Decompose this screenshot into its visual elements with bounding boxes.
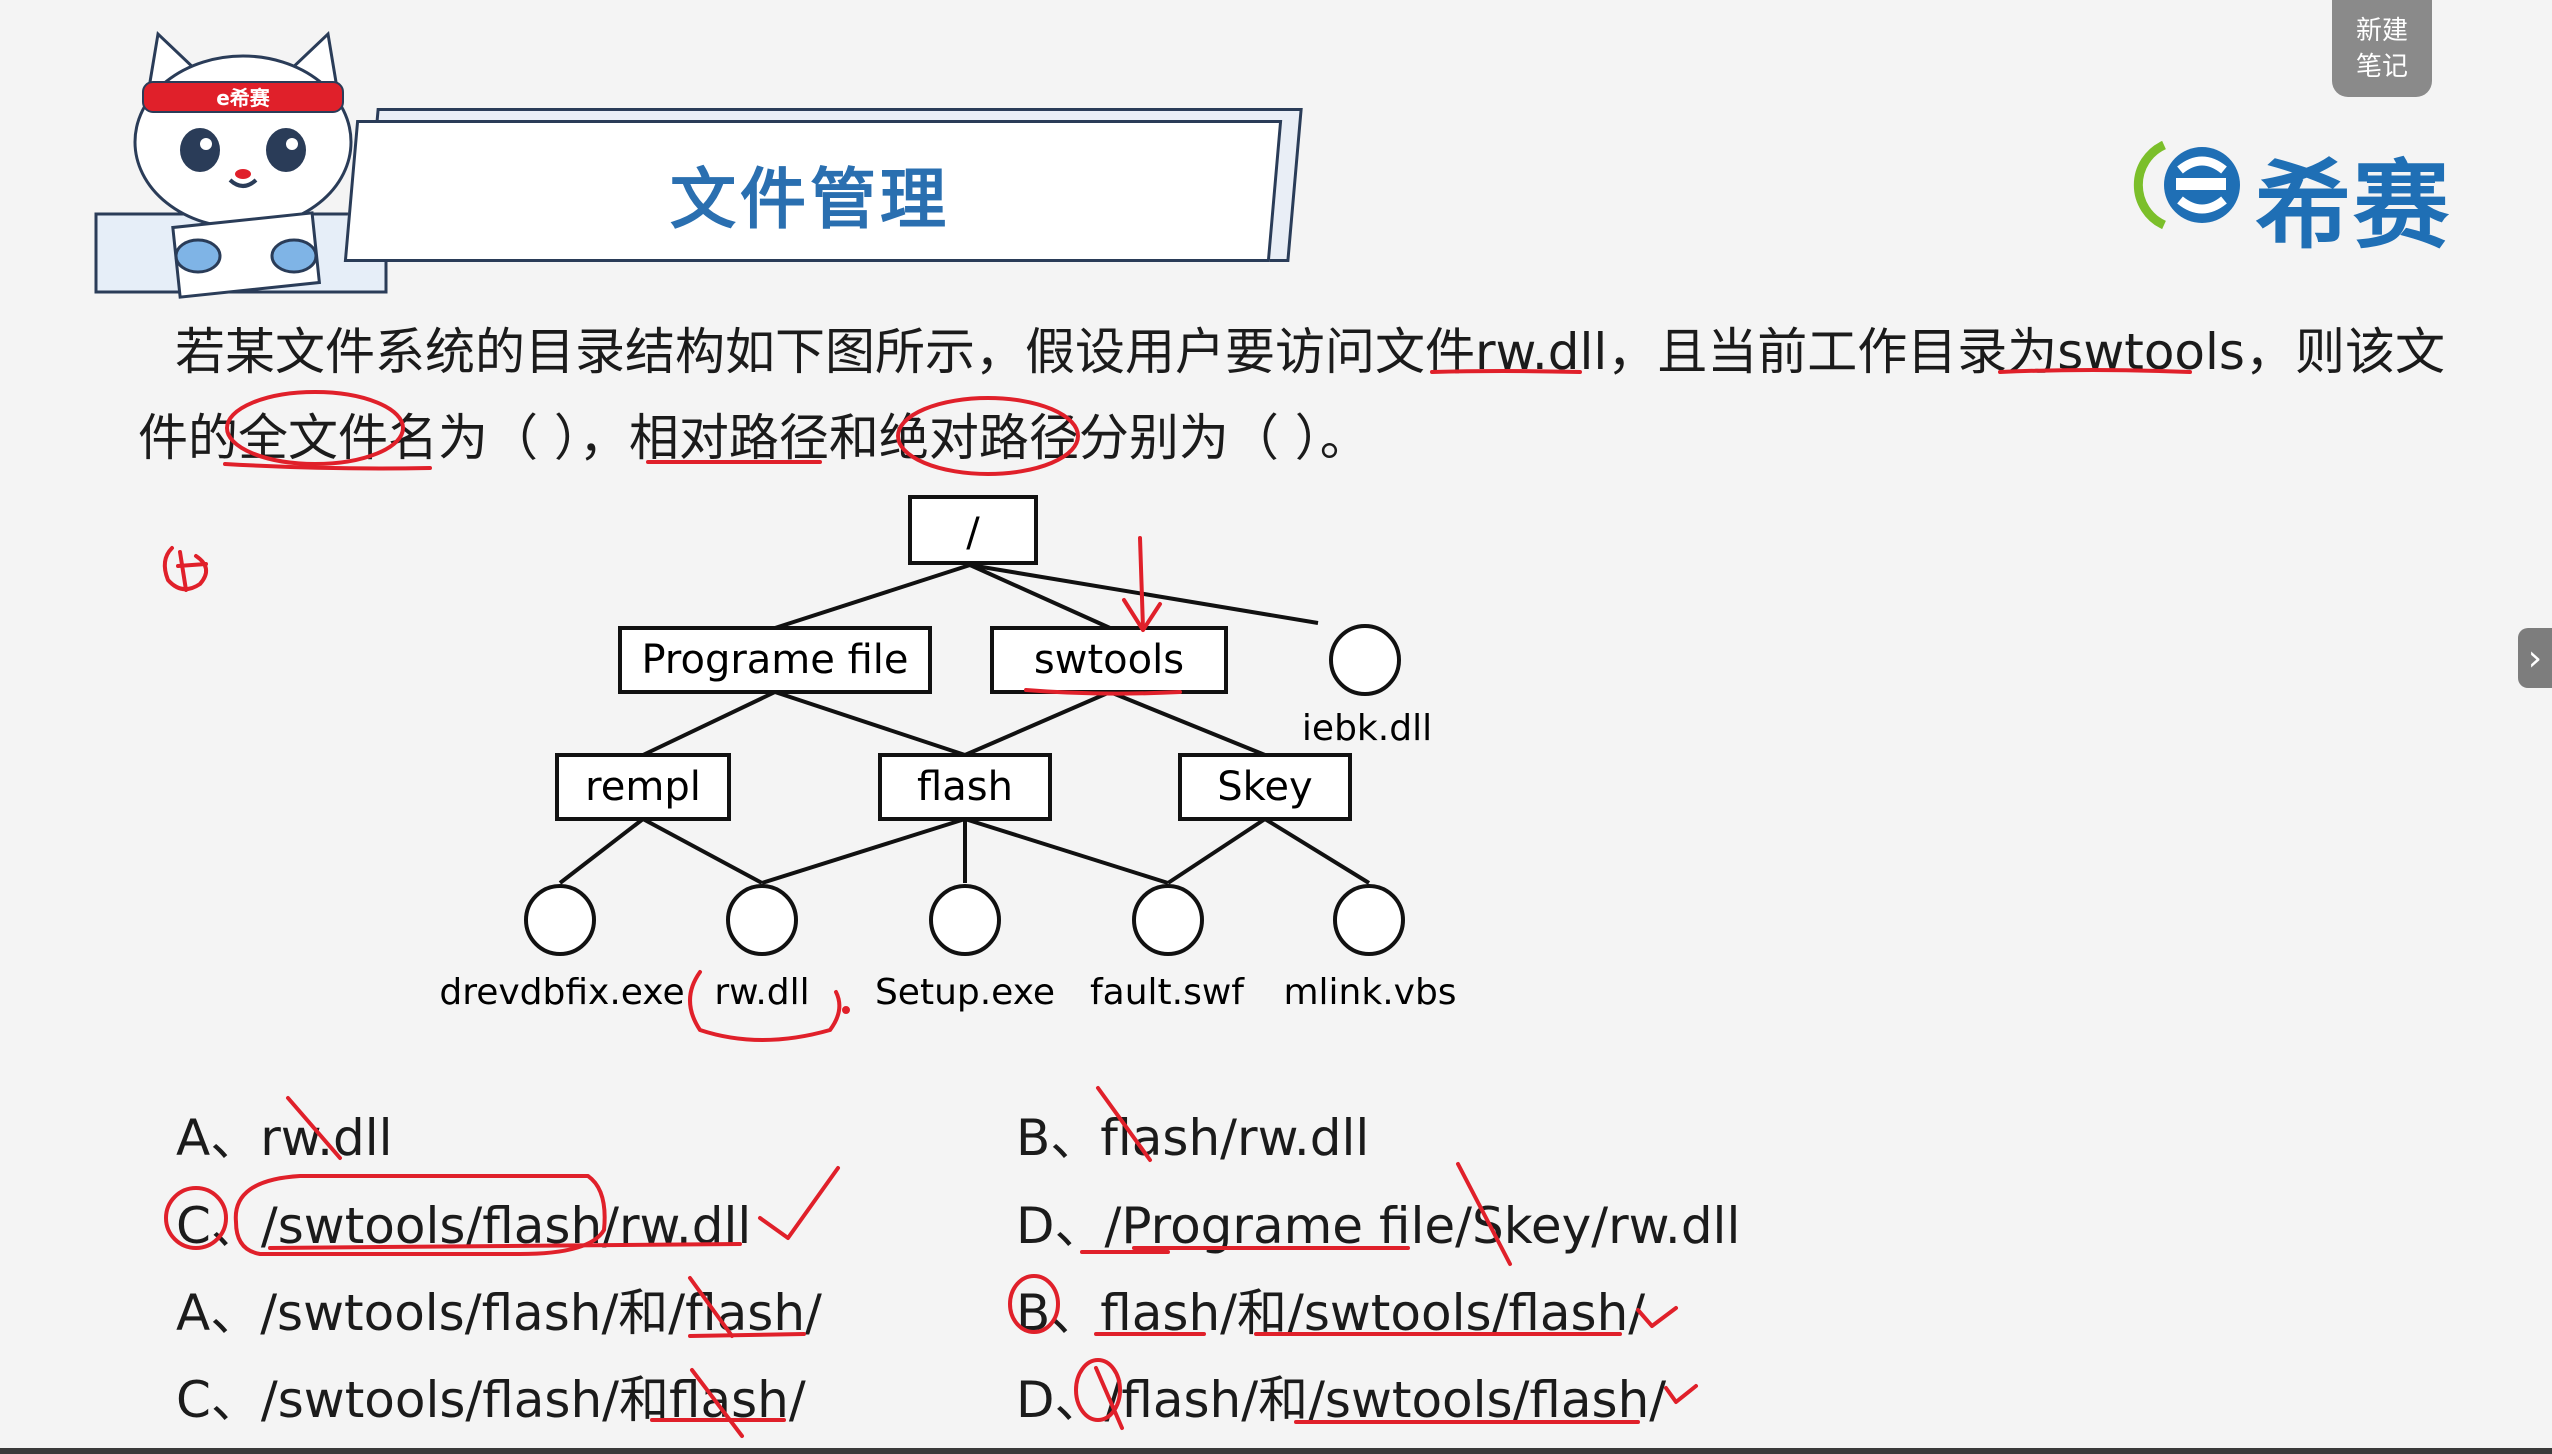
new-note-label-line2: 笔记 [2355, 51, 2408, 82]
tree-file-iebk-label: iebk.dll [1302, 708, 1432, 749]
directory-tree-diagram: / Programe file swtools iebk.dll rempl f… [439, 495, 1457, 1013]
tree-file-mlink [1333, 884, 1405, 956]
tree-node-swtools [990, 626, 1228, 694]
page-title: 文件管理 [670, 161, 950, 238]
option-a-full-name: A、rw.dll [176, 1109, 393, 1167]
tree-node-flash [878, 753, 1052, 821]
cat-mascot-icon: e希赛 [94, 30, 388, 299]
tree-node-rempl-label: rempl [585, 764, 701, 810]
option-b-paths: B、flash/和/swtools/flash/ [1016, 1284, 1646, 1342]
tree-node-programe-file-label: Programe file [641, 637, 908, 683]
tree-file-setup-label: Setup.exe [875, 972, 1055, 1013]
expand-panel-tab[interactable]: › [2518, 628, 2552, 688]
logo-text: 希赛 [2255, 150, 2451, 262]
tree-node-skey-label: Skey [1217, 764, 1312, 810]
tree-file-fault [1132, 884, 1204, 956]
tree-file-iebk [1329, 624, 1401, 696]
tree-node-rempl [555, 753, 731, 821]
tree-root-node [908, 495, 1038, 565]
tree-root-label: / [966, 510, 980, 556]
tree-file-setup [929, 884, 1001, 956]
new-note-label-line1: 新建 [2355, 15, 2408, 46]
chevron-right-icon: › [2527, 637, 2543, 679]
option-c-paths: C、/swtools/flash/和flash/ [176, 1371, 806, 1429]
tree-node-flash-label: flash [917, 764, 1013, 810]
tree-edges [558, 563, 1371, 885]
xisai-logo [2133, 140, 2240, 230]
question-line-1: 若某文件系统的目录结构如下图所示，假设用户要访问文件rw.dll，且当前工作目录… [175, 323, 2445, 381]
tree-file-rw-label: rw.dll [714, 972, 809, 1013]
tree-node-swtools-label: swtools [1034, 637, 1184, 683]
tree-node-programe-file [618, 626, 932, 694]
option-d-full-name: D、/Programe file/Skey/rw.dll [1016, 1197, 1741, 1255]
new-note-button[interactable]: 新建 笔记 [2332, 0, 2432, 97]
check-option-c [758, 1166, 840, 1240]
tree-file-mlink-label: mlink.vbs [1283, 972, 1456, 1013]
tree-file-drevdbfix-label: drevdbfix.exe [439, 972, 684, 1013]
option-b-full-name: B、flash/rw.dll [1016, 1109, 1370, 1167]
margin-note-mark [162, 546, 208, 592]
option-d-paths: D、/flash/和/swtools/flash/ [1016, 1371, 1667, 1429]
tree-file-fault-label: fault.swf [1090, 972, 1245, 1013]
tree-file-rw [726, 884, 798, 956]
tree-file-drevdbfix [524, 884, 596, 956]
check-option-d2 [1664, 1384, 1698, 1404]
tree-node-skey [1178, 753, 1352, 821]
option-c-full-name: C、/swtools/flash/rw.dll [176, 1197, 752, 1255]
question-line-2: 件的全文件名为（ ），相对路径和绝对路径分别为（ ）。 [138, 409, 1370, 467]
bottom-edge-bar [0, 1448, 2552, 1454]
svg-text:e希赛: e希赛 [216, 86, 271, 110]
option-a-paths: A、/swtools/flash/和/flash/ [176, 1284, 822, 1342]
